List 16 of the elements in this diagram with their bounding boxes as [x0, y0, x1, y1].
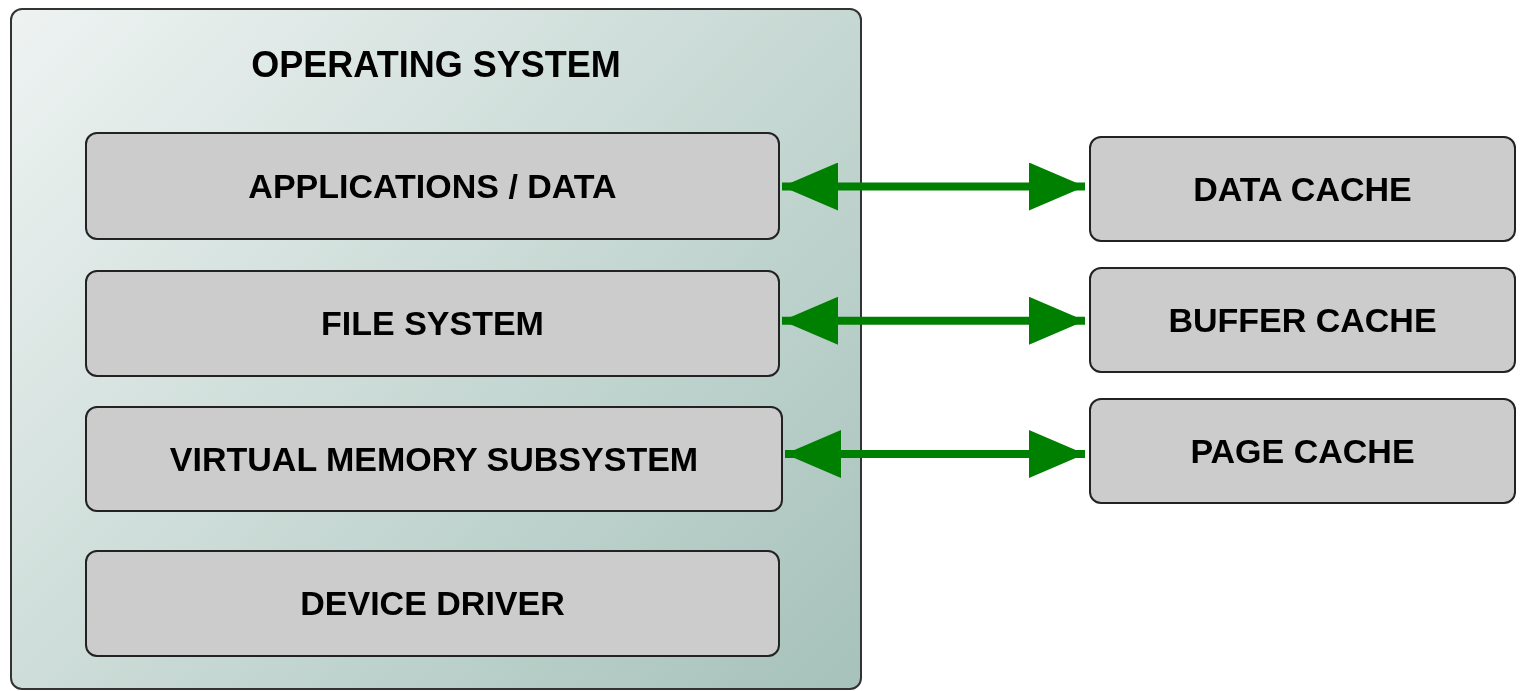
process-box	[85, 406, 783, 512]
box-label: DEVICE DRIVER	[300, 583, 565, 624]
container-box	[10, 8, 862, 690]
group-heading: OPERATING SYSTEM	[250, 43, 622, 87]
process-box	[85, 550, 780, 657]
box-label: VIRTUAL MEMORY SUBSYSTEM	[169, 438, 699, 480]
process-box	[85, 132, 780, 240]
box-label: APPLICATIONS / DATA	[248, 165, 617, 207]
box-label: FILE SYSTEM	[321, 303, 544, 344]
process-box	[1089, 398, 1516, 504]
process-box	[1089, 136, 1516, 242]
process-box	[1089, 267, 1516, 373]
box-label: DATA CACHE	[1193, 168, 1412, 210]
box-label: BUFFER CACHE	[1168, 299, 1437, 341]
box-label: PAGE CACHE	[1190, 430, 1415, 472]
process-box	[85, 270, 780, 377]
